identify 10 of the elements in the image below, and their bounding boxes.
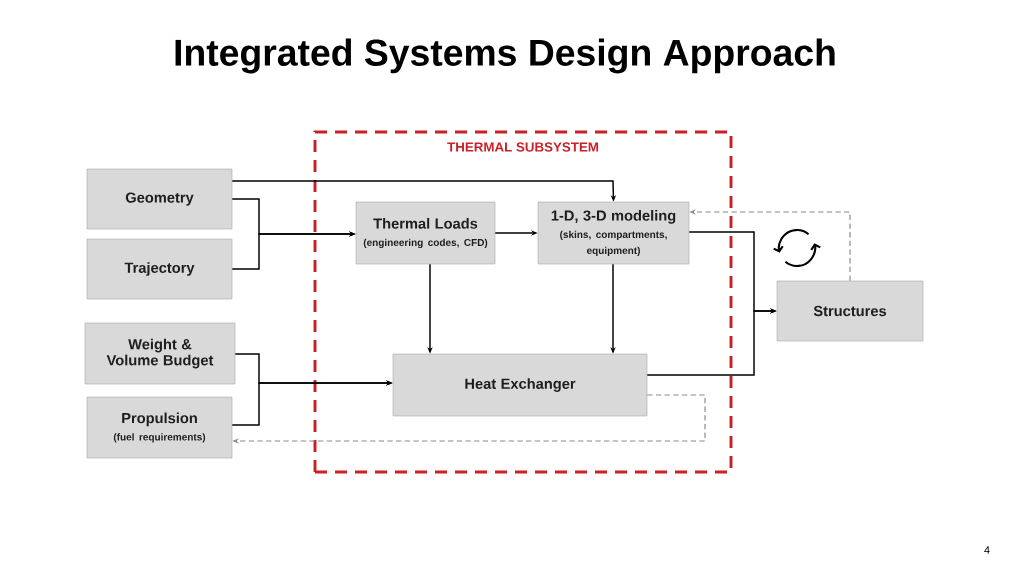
process-box: 1-D, 3-D modeling (skins, compartments, equipment) — [537, 201, 690, 265]
process-box: Propulsion (fuel requirements) — [86, 396, 233, 459]
process-box: Thermal Loads (engineering codes, CFD) — [355, 201, 496, 265]
process-box: Heat Exchanger — [392, 353, 648, 417]
process-box: Structures — [776, 280, 924, 342]
title: Integrated Systems Design Approach — [175, 38, 835, 74]
process-box: Trajectory — [86, 238, 233, 300]
process-box: Weight & Volume Budget — [84, 322, 236, 385]
process-box: Geometry — [86, 168, 233, 230]
page-number: 4 — [984, 546, 990, 554]
